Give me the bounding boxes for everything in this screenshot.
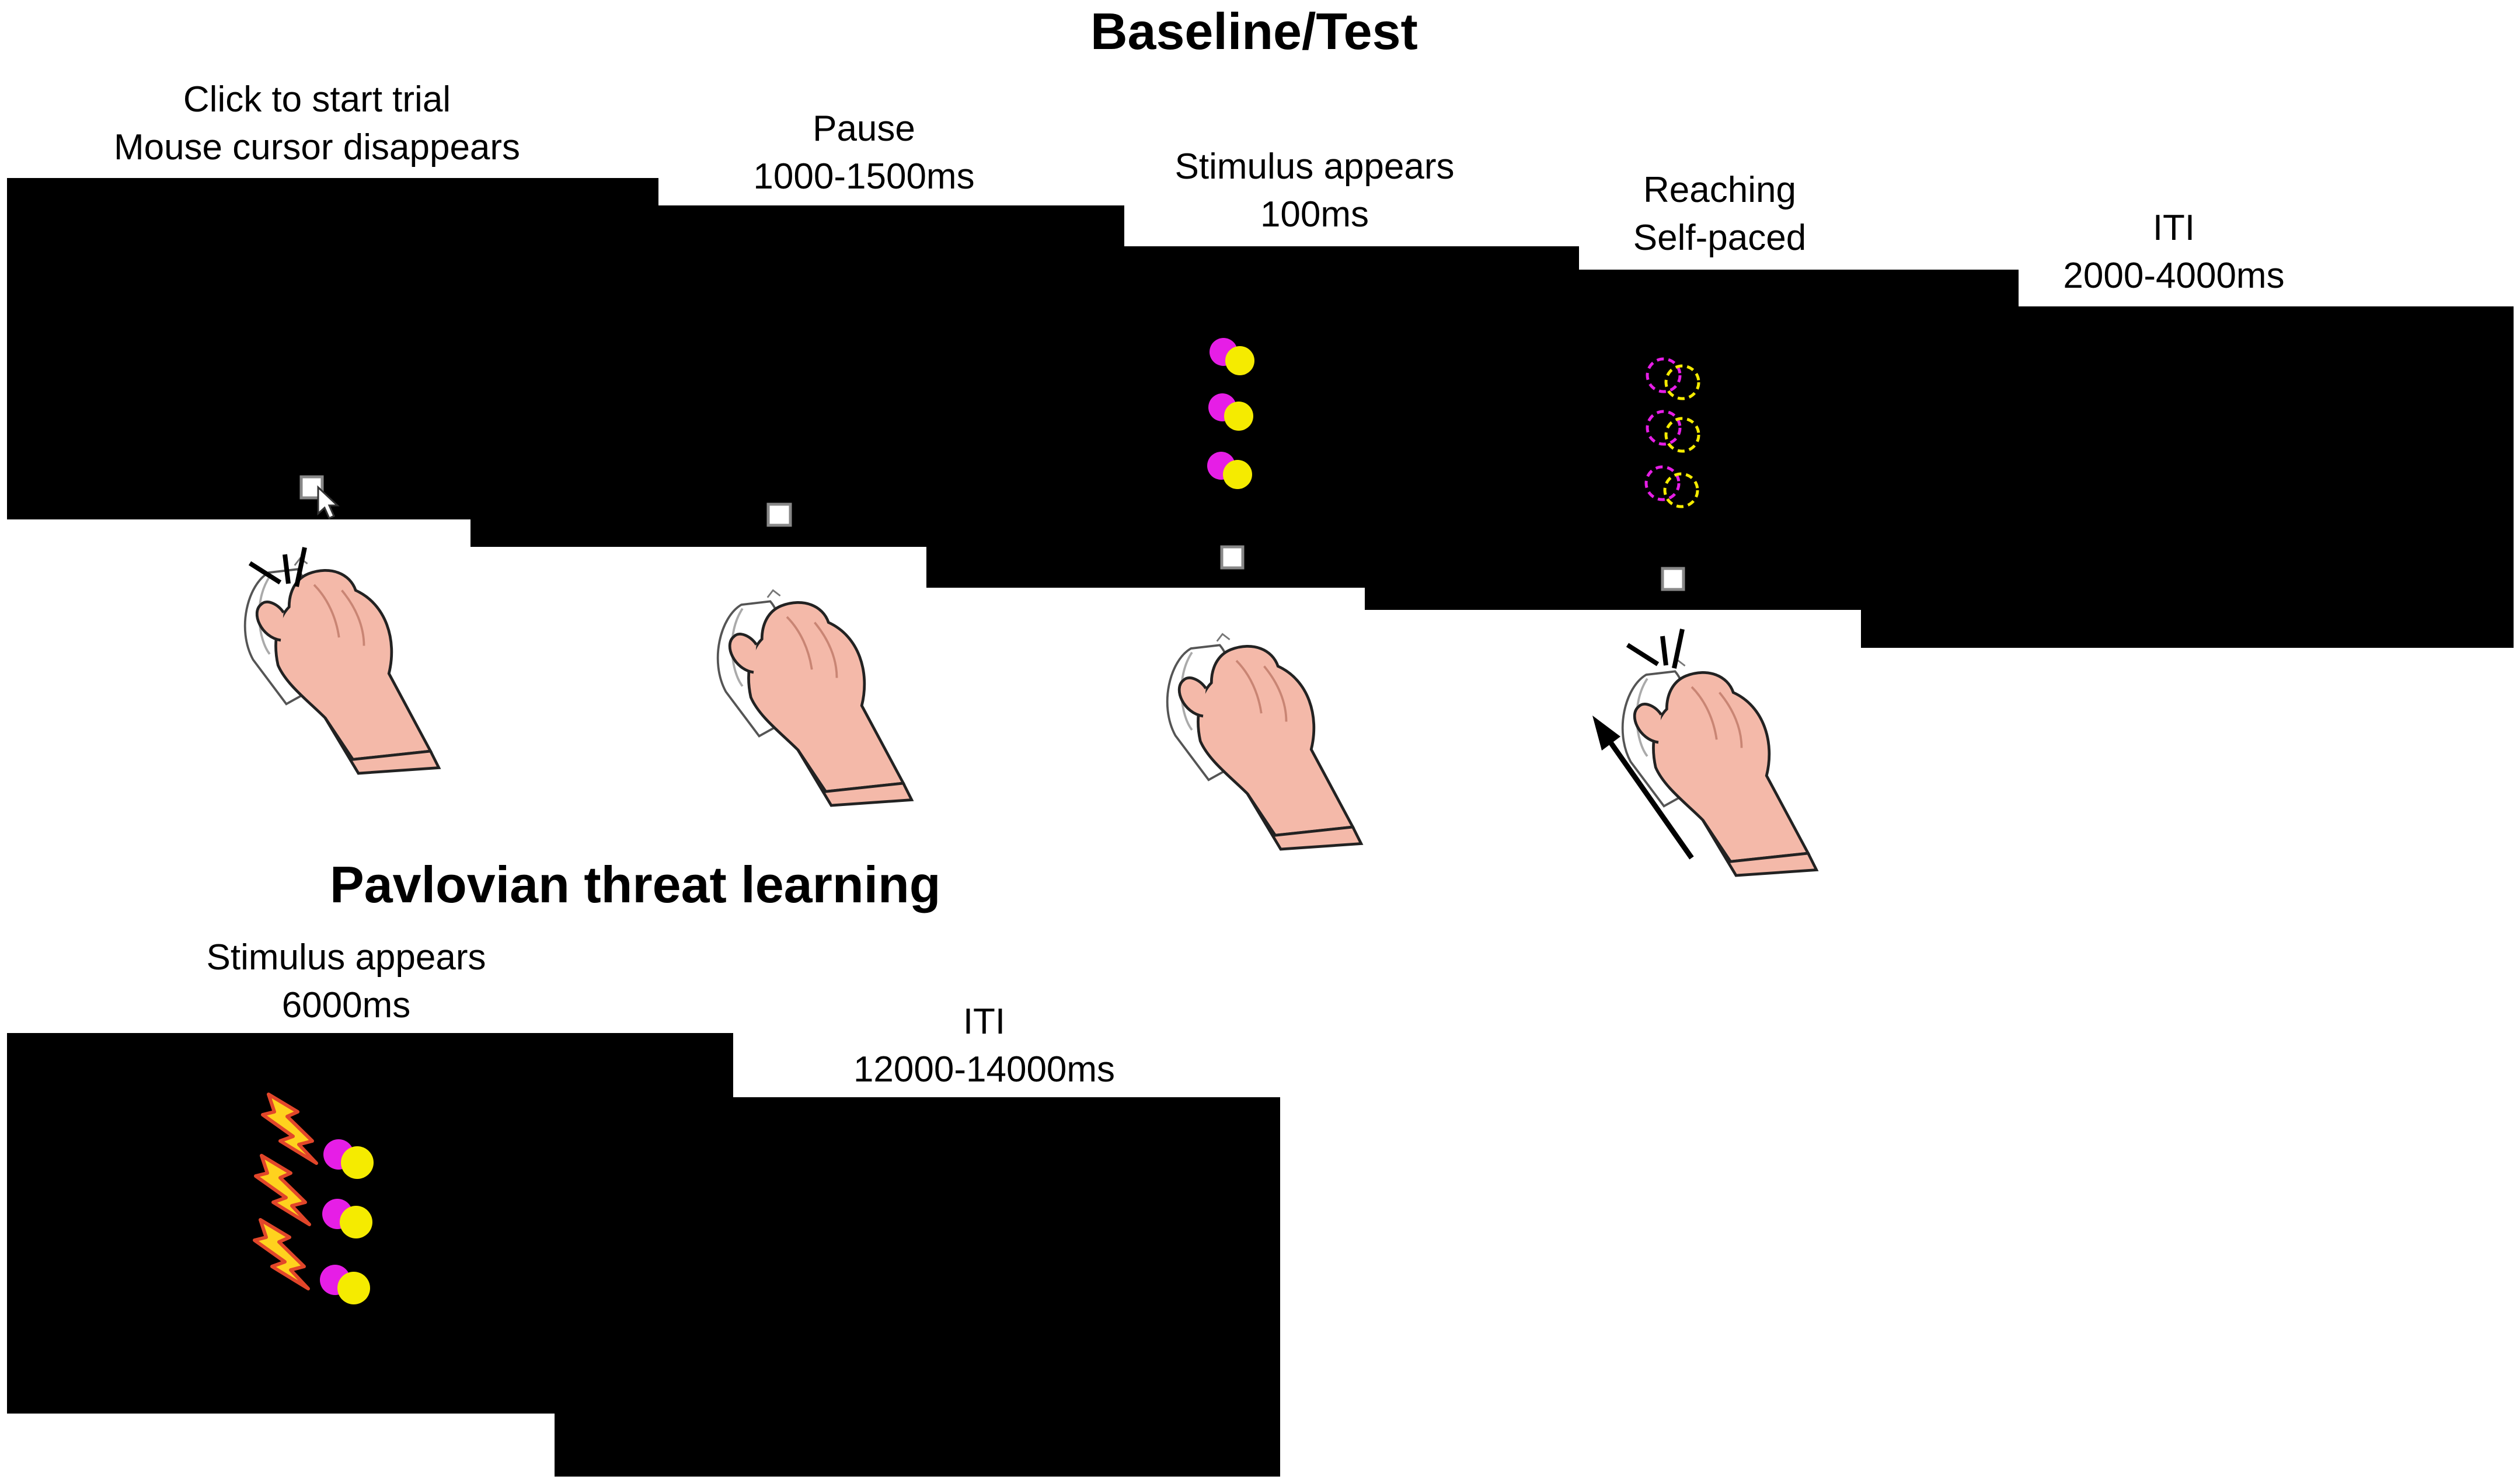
mouse-hand-icon: [1623, 660, 1817, 875]
mouse-hand-icon: [1167, 634, 1361, 849]
baseline-test-title: Baseline/Test: [1090, 2, 1418, 60]
screen-iti: [1861, 306, 2514, 648]
movement-arrow-icon: [1592, 716, 1694, 860]
click-burst-icon: [1627, 629, 1682, 668]
click-burst-icon: [250, 547, 305, 587]
mouse-hand-icon: [245, 558, 439, 773]
mouse-hand-icon: [718, 590, 912, 805]
pavlovian-title: Pavlovian threat learning: [330, 856, 941, 913]
screen-pav-iti: [555, 1097, 1280, 1477]
